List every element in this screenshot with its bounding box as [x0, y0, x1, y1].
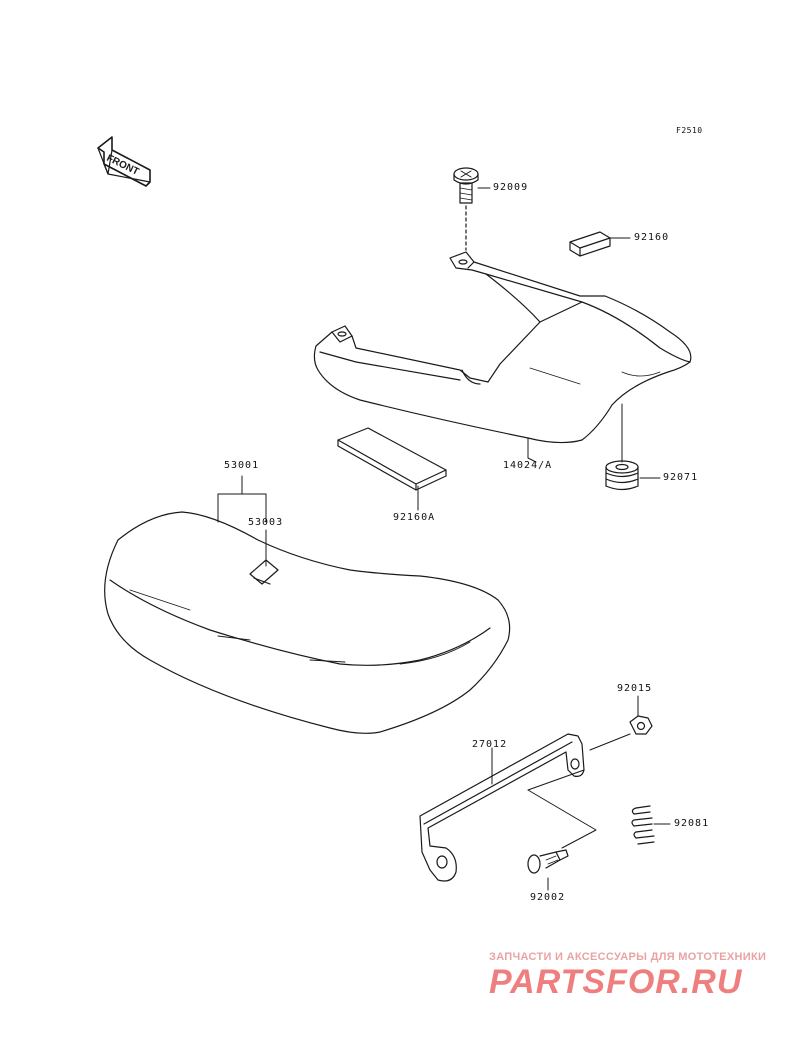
leader-lines-upper: [417, 187, 661, 511]
leader-lines-seat: [217, 475, 267, 567]
emblem-53003-icon: [249, 559, 279, 585]
bolt-92002-icon: [527, 849, 569, 891]
watermark-logo: PARTSFOR.RU: [489, 963, 743, 1001]
part-label-92081: 92081: [674, 818, 710, 829]
part-label-92160: 92160: [634, 232, 670, 243]
bolt-92009-icon: [453, 167, 479, 251]
part-label-92015: 92015: [617, 683, 653, 694]
part-label-92002: 92002: [530, 892, 566, 903]
part-label-53001: 53001: [224, 460, 260, 471]
assembly-lines-lower: [527, 769, 597, 849]
watermark-tagline: ЗАПЧАСТИ И АКСЕССУАРЫ ДЛЯ МОТОТЕХНИКИ: [489, 951, 767, 963]
part-label-53003: 53003: [248, 517, 284, 528]
grommet-92071-icon: [605, 460, 639, 491]
bracket-27012-icon: [419, 733, 585, 882]
part-label-14024a: 14024/A: [503, 460, 553, 471]
spring-92081-icon: [631, 805, 671, 845]
front-arrow-icon: FRONT: [97, 136, 151, 187]
seat-53001-icon: [104, 511, 511, 734]
part-label-27012: 27012: [472, 739, 508, 750]
tail-cover-14024-icon: [313, 251, 692, 444]
pad-92160a-icon: [337, 427, 447, 491]
part-label-92009: 92009: [493, 182, 529, 193]
nut-92015-icon: [589, 695, 653, 751]
figure-reference: F2510: [676, 126, 703, 135]
part-label-92071: 92071: [663, 472, 699, 483]
pad-92160-icon: [569, 231, 611, 257]
part-label-92160a: 92160A: [393, 512, 436, 523]
